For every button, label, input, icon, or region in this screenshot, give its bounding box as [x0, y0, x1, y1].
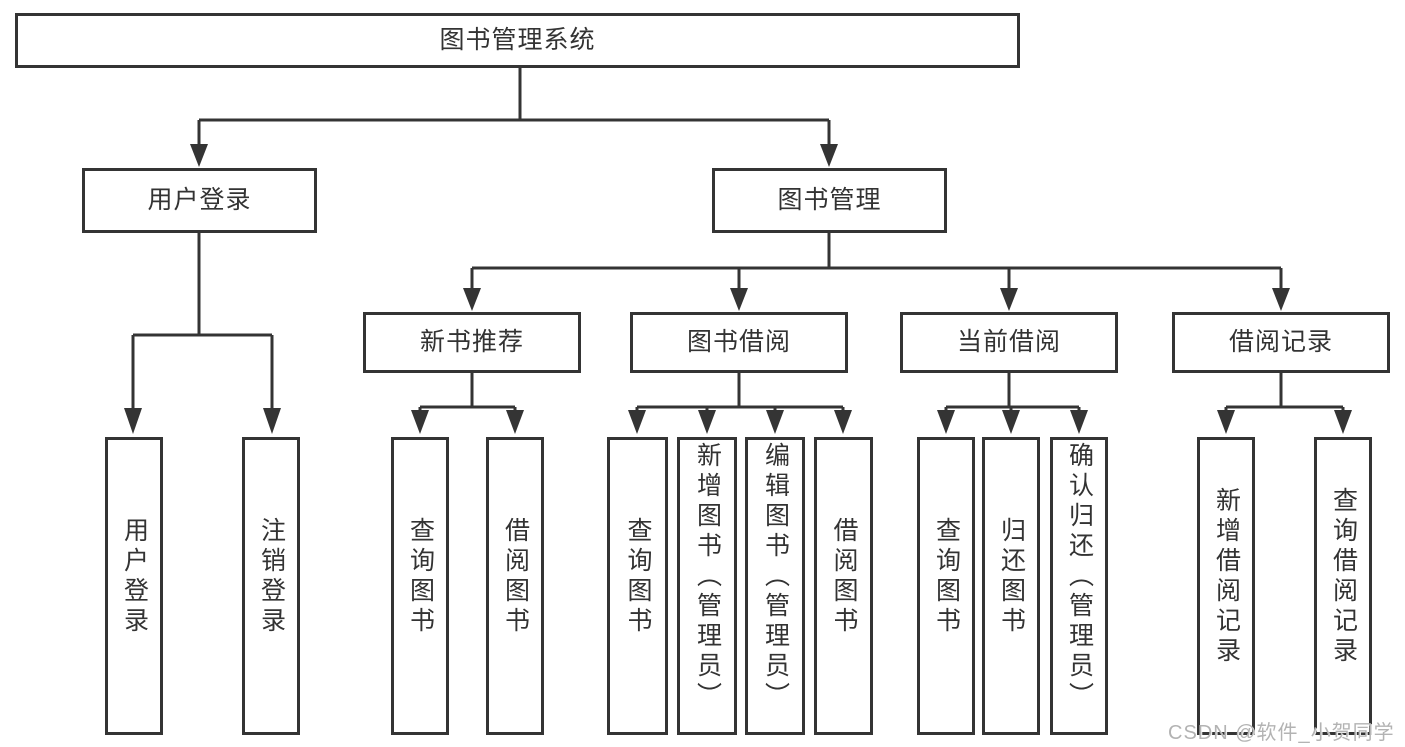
node-book-borrow: 图书借阅: [630, 312, 848, 373]
node-root-library-system: 图书管理系统: [15, 13, 1020, 68]
leaf-add-borrow-record: 新增借阅记录: [1197, 437, 1255, 735]
arrowhead-group: [124, 144, 1352, 434]
node-user-login: 用户登录: [82, 168, 317, 233]
leaf-query-books-recommend: 查询图书: [391, 437, 449, 735]
node-borrow-records: 借阅记录: [1172, 312, 1390, 373]
leaf-query-books-current: 查询图书: [917, 437, 975, 735]
node-new-book-recommend: 新书推荐: [363, 312, 581, 373]
csdn-watermark: CSDN @软件_小贺同学: [1168, 722, 1395, 744]
leaf-query-borrow-record: 查询借阅记录: [1314, 437, 1372, 735]
leaf-logout-login: 注销登录: [242, 437, 300, 735]
leaf-confirm-return-admin: 确认归还（管理员）: [1050, 437, 1108, 735]
node-book-management: 图书管理: [712, 168, 947, 233]
node-current-borrow: 当前借阅: [900, 312, 1118, 373]
leaf-return-books: 归还图书: [982, 437, 1040, 735]
leaf-borrow-books-recommend: 借阅图书: [486, 437, 544, 735]
leaf-borrow-books: 借阅图书: [814, 437, 873, 735]
leaf-user-login: 用户登录: [105, 437, 163, 735]
leaf-query-books-borrow: 查询图书: [607, 437, 668, 735]
leaf-edit-book-admin: 编辑图书（管理员）: [745, 437, 805, 735]
leaf-add-book-admin: 新增图书（管理员）: [677, 437, 737, 735]
